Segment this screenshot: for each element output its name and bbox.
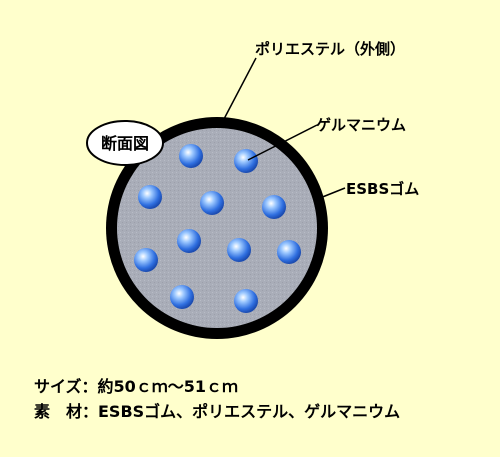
germanium-bead [134, 248, 158, 272]
germanium-bead [227, 238, 251, 262]
germanium-beads [134, 144, 301, 313]
size-spec: サイズ：約50ｃｍ～51ｃｍ [34, 377, 239, 396]
germanium-bead [277, 240, 301, 264]
germanium-bead [170, 285, 194, 309]
germanium-bead [262, 195, 286, 219]
germanium-bead [234, 289, 258, 313]
specs-block: サイズ：約50ｃｍ～51ｃｍ 素 材：ESBSゴム、ポリエステル、ゲルマニウム [34, 374, 400, 424]
rubber-leader-line [319, 187, 346, 199]
germanium-bead [200, 191, 224, 215]
material-spec: 素 材：ESBSゴム、ポリエステル、ゲルマニウム [34, 402, 401, 421]
germanium-label: ゲルマニウム [316, 116, 406, 134]
germanium-bead [179, 144, 203, 168]
badge-label: 断面図 [101, 134, 149, 153]
rubber-label: ESBSゴム [346, 180, 419, 198]
germanium-leader-line [247, 124, 318, 161]
rubber-core [117, 128, 317, 328]
germanium-bead [177, 229, 201, 253]
germanium-bead [234, 149, 258, 173]
germanium-bead [138, 185, 162, 209]
outer-label: ポリエステル（外側） [255, 40, 405, 58]
outer-leader-line [223, 57, 257, 120]
cross-section-badge: 断面図 [86, 120, 164, 166]
